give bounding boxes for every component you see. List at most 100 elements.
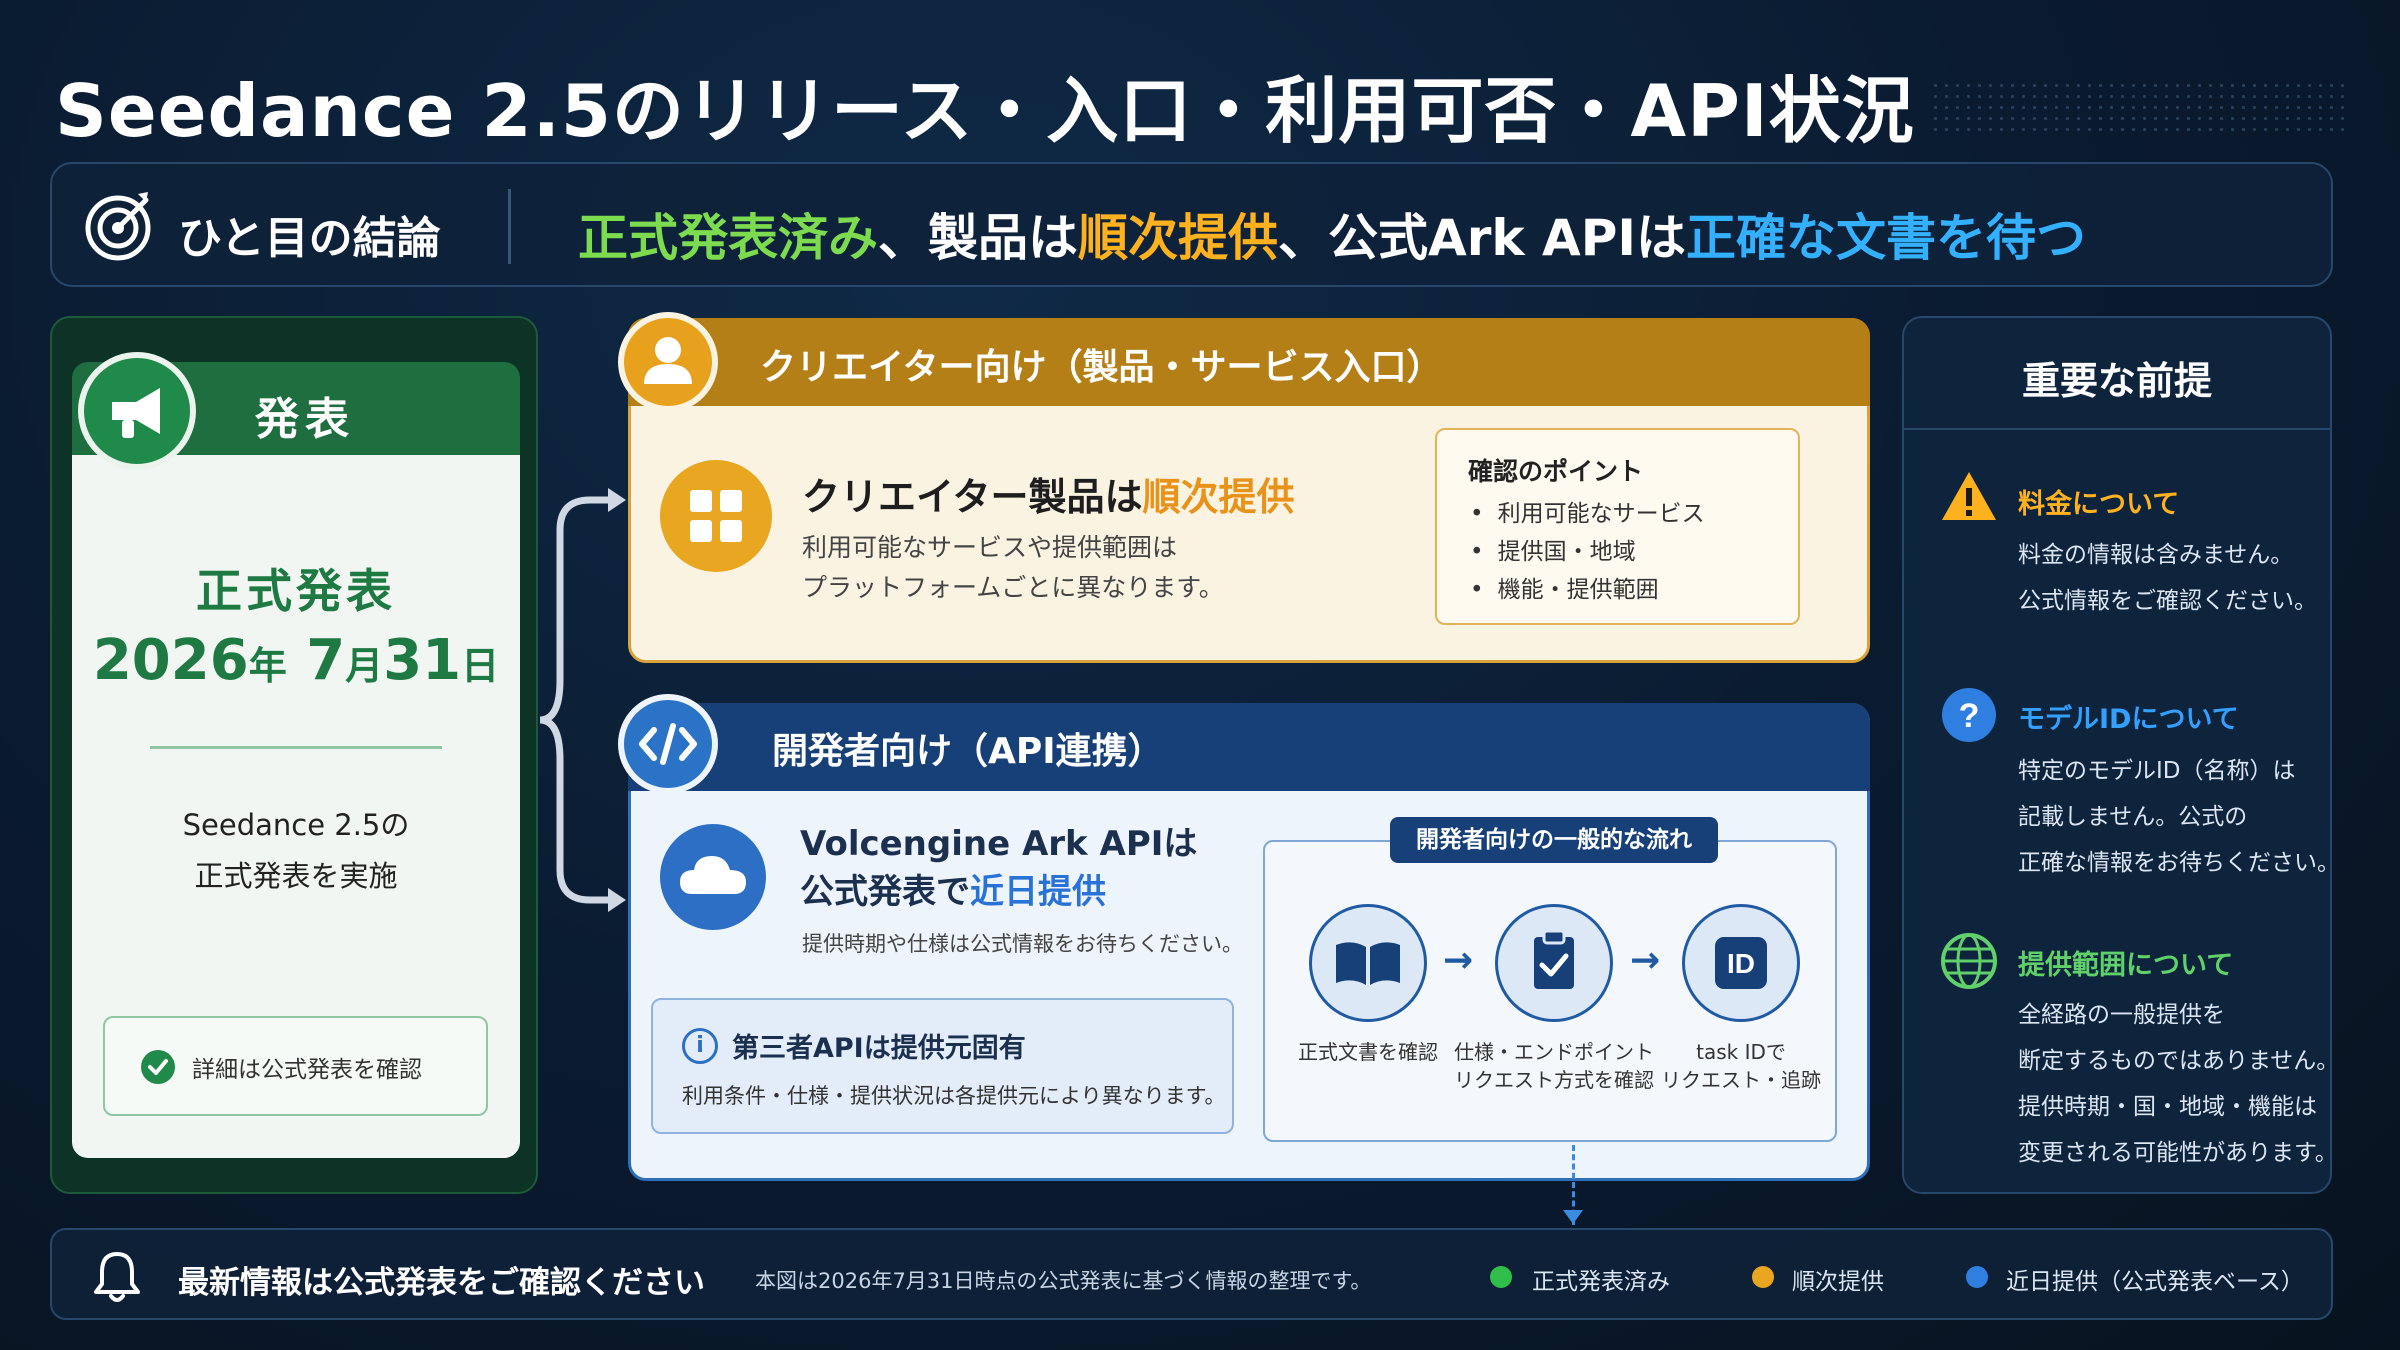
page-title: Seedance 2.5のリリース・入口・利用可否・API状況 — [55, 69, 1915, 153]
conclusion-await: 正確な文書を待つ — [1685, 209, 2086, 267]
premise-line: 提供時期・国・地域・機能は — [2018, 1094, 2317, 1120]
check-points-title: 確認のポイント — [1468, 457, 1644, 486]
premise-line: 公式情報をご確認ください。 — [2018, 588, 2317, 614]
third-party-box — [651, 998, 1234, 1134]
third-party-description: 利用条件・仕様・提供状況は各提供元により異なります。 — [682, 1084, 1226, 1108]
creators-header — [628, 318, 1870, 406]
step-line: 正式文書を確認 — [1298, 1040, 1438, 1064]
premise-text-scope: 全経路の一般提供を 断定するものではありません。 提供時期・国・地域・機能は 変… — [2018, 992, 2339, 1176]
premise-heading-model-id: モデルIDについて — [2018, 704, 2239, 735]
dashed-connector — [1572, 1145, 1575, 1225]
premise-line: 全経路の一般提供を — [2018, 1002, 2225, 1028]
developers-header-title: 開発者向け（API連携） — [772, 731, 1164, 772]
legend-dot-announced — [1490, 1266, 1512, 1288]
premise-heading-pricing: 料金について — [2018, 489, 2180, 520]
svg-text:?: ? — [1959, 697, 1980, 735]
arrow-down-icon — [1563, 1210, 1583, 1224]
flow-step-label: task IDで リクエスト・追跡 — [1641, 1038, 1841, 1094]
legend-dot-rolling — [1752, 1266, 1774, 1288]
heading-line: Volcengine Ark APIは — [800, 824, 1198, 864]
premise-line: 料金の情報は含みません。 — [2018, 542, 2294, 568]
premise-heading-scope: 提供範囲について — [2018, 950, 2234, 981]
description-line: Seedance 2.5の — [182, 808, 410, 842]
flow-step-label: 仕様・エンドポイント リクエスト方式を確認 — [1454, 1038, 1654, 1094]
target-icon — [85, 192, 151, 261]
legend-label-soon: 近日提供（公式発表ベース） — [2006, 1269, 2304, 1295]
date-day: 31 — [383, 628, 462, 693]
premise-text-pricing: 料金の情報は含みません。 公式情報をご確認ください。 — [2018, 532, 2317, 624]
announcement-label: 正式発表 — [196, 564, 396, 618]
creators-heading: クリエイター製品は順次提供 — [802, 466, 1295, 521]
premise-text-model-id: 特定のモデルID（名称）は 記載しません。公式の 正確な情報をお待ちください。 — [2018, 748, 2340, 886]
id-icon: ID — [1682, 904, 1800, 1022]
check-circle-icon — [141, 1050, 175, 1084]
premise-line: 特定のモデルID（名称）は — [2018, 758, 2296, 784]
list-item: 利用可能なサービス — [1470, 495, 1705, 533]
conclusion-part: 、公式Ark APIは — [1278, 209, 1686, 267]
legend-label-announced: 正式発表済み — [1532, 1269, 1670, 1295]
arrow-right-icon: → — [1443, 940, 1474, 981]
date-day-unit: 日 — [461, 644, 500, 688]
arrow-right-icon: → — [1630, 940, 1661, 981]
description-line: プラットフォームごとに異なります。 — [802, 573, 1224, 602]
premise-line: 正確な情報をお待ちください。 — [2018, 850, 2340, 876]
developers-header — [628, 703, 1870, 791]
step-line: リクエスト・追跡 — [1661, 1068, 1821, 1092]
user-icon — [618, 312, 718, 412]
conclusion-rolling: 順次提供 — [1078, 209, 1278, 267]
flow-step-label: 正式文書を確認 — [1268, 1038, 1468, 1066]
question-icon: ? — [1942, 688, 1996, 742]
footer-bar — [50, 1228, 2333, 1320]
divider — [508, 189, 511, 264]
list-item: 機能・提供範囲 — [1470, 571, 1705, 609]
third-party-title: 第三者APIは提供元固有 — [732, 1033, 1026, 1064]
creators-header-title: クリエイター向け（製品・サービス入口） — [760, 347, 1443, 388]
conclusion-part: 、製品は — [878, 209, 1078, 267]
description-line: 正式発表を実施 — [194, 859, 398, 893]
heading-text: 公式発表で — [800, 872, 970, 912]
id-badge-text: ID — [1727, 948, 1755, 979]
footer-heading: 最新情報は公式発表をご確認ください — [178, 1265, 705, 1301]
announcement-description: Seedance 2.5の 正式発表を実施 — [72, 800, 520, 902]
step-line: task IDで — [1696, 1040, 1786, 1064]
megaphone-icon — [78, 352, 196, 470]
step-line: リクエスト方式を確認 — [1454, 1068, 1654, 1092]
bell-icon — [94, 1252, 140, 1302]
heading-line: 公式発表で近日提供 — [800, 868, 1197, 916]
announcement-date: 2026年 7月31日 — [72, 628, 520, 693]
clipboard-check-icon — [1495, 904, 1613, 1022]
conclusion-label: ひと目の結論 — [178, 213, 441, 264]
warning-icon — [1942, 472, 1996, 520]
conclusion-bar: ひと目の結論 正式発表済み、製品は順次提供、公式Ark APIは正確な文書を待つ — [50, 162, 2333, 287]
apps-grid-icon — [660, 460, 772, 572]
conclusion-announced: 正式発表済み — [578, 209, 878, 267]
date-year-unit: 年 — [248, 644, 287, 688]
heading-accent: 近日提供 — [970, 872, 1106, 912]
divider — [1904, 428, 2330, 430]
announcement-title: 発表 — [255, 394, 355, 445]
premise-line: 変更される可能性があります。 — [2018, 1140, 2338, 1166]
legend-dot-soon — [1966, 1266, 1988, 1288]
conclusion-text: 正式発表済み、製品は順次提供、公式Ark APIは正確な文書を待つ — [578, 198, 2086, 270]
branch-arrow — [539, 488, 626, 912]
date-year: 2026 — [92, 628, 249, 693]
premise-line: 記載しません。公式の — [2018, 804, 2248, 830]
premise-title: 重要な前提 — [2021, 359, 2212, 403]
heading-text: クリエイター製品は — [802, 475, 1143, 519]
developers-description: 提供時期や仕様は公式情報をお待ちください。 — [802, 932, 1243, 956]
list-item: 提供国・地域 — [1470, 533, 1705, 571]
legend-label-rolling: 順次提供 — [1792, 1269, 1884, 1295]
date-month-unit: 月 — [345, 644, 384, 688]
decorative-dot-grid — [1930, 80, 2350, 136]
developer-flow-title: 開発者向けの一般的な流れ — [1390, 817, 1718, 863]
check-points-list: 利用可能なサービス 提供国・地域 機能・提供範囲 — [1470, 495, 1705, 609]
date-month: 7 — [286, 628, 346, 693]
globe-icon — [1941, 933, 1997, 989]
heading-accent: 順次提供 — [1142, 475, 1295, 519]
footer-note: 本図は2026年7月31日時点の公式発表に基づく情報の整理です。 — [755, 1269, 1372, 1293]
code-icon — [618, 694, 718, 794]
developers-heading: Volcengine Ark APIは 公式発表で近日提供 — [800, 820, 1197, 916]
premise-panel — [1902, 316, 2332, 1194]
divider — [150, 746, 442, 749]
creators-description: 利用可能なサービスや提供範囲は プラットフォームごとに異なります。 — [802, 528, 1272, 608]
